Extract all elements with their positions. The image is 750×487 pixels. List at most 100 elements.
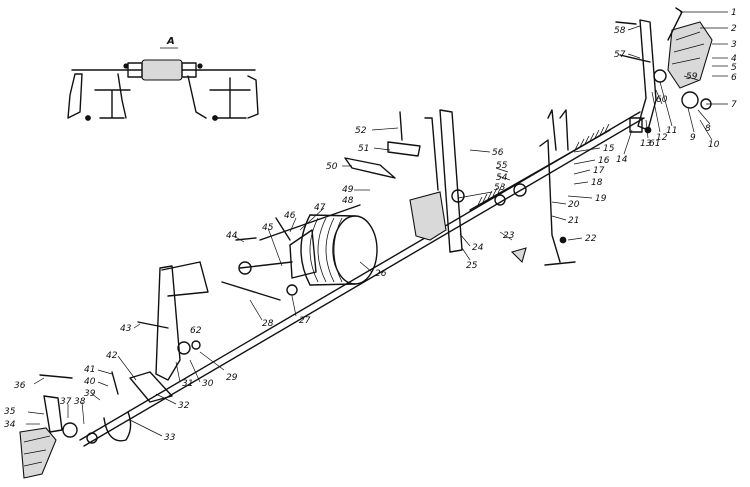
lever-21 (539, 139, 561, 263)
inset-bracket-left (94, 89, 131, 119)
middle-pedal-assembly (344, 109, 576, 266)
callout-24: 24 (472, 243, 484, 253)
callout-15: 15 (603, 144, 615, 154)
pin (644, 126, 652, 134)
threaded-rod (469, 129, 611, 211)
bracket-51 (387, 141, 421, 157)
callout-57: 57 (614, 50, 626, 60)
callout-5: 5 (731, 63, 737, 73)
callout-37: 37 (60, 397, 72, 407)
inset-bolt (123, 63, 129, 69)
inset-booster (141, 59, 183, 81)
lever-bracket (161, 261, 209, 297)
callout-8: 8 (705, 124, 711, 134)
middle-pedal-lever (439, 109, 463, 253)
inset-pedal-left (67, 73, 83, 119)
callout-12: 12 (656, 133, 668, 143)
callout-10: 10 (708, 140, 720, 150)
callout-41: 41 (84, 365, 95, 375)
callout-54: 54 (496, 173, 508, 183)
callout-25: 25 (466, 261, 478, 271)
callout-46: 46 (284, 211, 296, 221)
pedal-lever-right (637, 19, 657, 131)
pivot-bolt-57 (619, 54, 651, 63)
view-a-label: А (166, 36, 175, 47)
bolt-52 (399, 111, 403, 141)
cylinder-end (332, 215, 378, 285)
callout-33: 33 (164, 433, 176, 443)
cylinder-ribs (309, 217, 343, 283)
nut-29 (191, 340, 201, 350)
callout-51: 51 (358, 144, 369, 154)
bracket-50 (344, 157, 396, 179)
rod-thread (574, 123, 610, 151)
inset-coupling-right (181, 62, 197, 78)
callout-3: 3 (731, 40, 737, 50)
inset-bolt (197, 63, 203, 69)
clevis (629, 117, 643, 133)
rod-thread (477, 184, 503, 206)
callout-35: 35 (4, 407, 16, 417)
callout-39: 39 (84, 389, 96, 399)
callout-18: 18 (591, 178, 603, 188)
callout-44: 44 (226, 231, 238, 241)
callout-22: 22 (585, 234, 597, 244)
callout-9: 9 (690, 133, 696, 143)
rod-47-48 (259, 204, 361, 241)
callout-52: 52 (355, 126, 367, 136)
callout-38: 38 (74, 397, 86, 407)
callout-30: 30 (202, 379, 214, 389)
callout-31: 31 (182, 379, 193, 389)
callout-59: 59 (686, 72, 698, 82)
callout-29: 29 (226, 373, 238, 383)
callout-17: 17 (593, 166, 605, 176)
callout-40: 40 (84, 377, 96, 387)
booster-cylinder (221, 204, 378, 301)
callout-4: 4 (731, 54, 737, 64)
bushing-24 (451, 189, 465, 203)
callout-47: 47 (314, 203, 326, 213)
nut-53 (494, 194, 506, 206)
callout-60: 60 (656, 95, 668, 105)
nut-38 (86, 432, 98, 444)
middle-link (424, 117, 439, 191)
callout-42: 42 (106, 351, 118, 361)
inset-view-a: А (67, 36, 259, 121)
main-shaft-assembly (79, 111, 645, 447)
callout-50: 50 (326, 162, 338, 172)
callout-48: 48 (342, 196, 354, 206)
cylinder-body (300, 214, 356, 286)
callout-55: 55 (496, 161, 508, 171)
washer (681, 91, 699, 109)
callout-13: 13 (640, 139, 652, 149)
u-bolt-33 (103, 411, 132, 442)
callout-36: 36 (14, 381, 26, 391)
callout-43: 43 (120, 324, 132, 334)
callout-2: 2 (731, 24, 737, 34)
callout-58: 58 (614, 26, 626, 36)
bushing (653, 69, 667, 83)
clip-23 (510, 247, 527, 264)
callout-20: 20 (568, 200, 580, 210)
inset-pedal-right (247, 75, 259, 119)
callout-labels: 1 2 3 4 5 6 7 8 9 10 11 12 13 14 15 16 1… (4, 8, 737, 443)
callout-27: 27 (299, 316, 311, 326)
inset-lever-right (187, 75, 207, 119)
bracket-32 (129, 371, 173, 403)
middle-pedal-pad (409, 191, 447, 241)
callout-56: 56 (492, 148, 504, 158)
callout-14: 14 (616, 155, 628, 165)
callout-45: 45 (262, 223, 274, 233)
left-pedal-pad (19, 427, 57, 479)
left-pedal-lever (155, 265, 181, 381)
inset-coupling-left (127, 62, 143, 78)
callout-6: 6 (731, 73, 737, 83)
pedal-arm-35 (43, 395, 63, 433)
pin-46 (275, 217, 291, 241)
callout-19: 19 (595, 194, 607, 204)
callout-28: 28 (262, 319, 274, 329)
cylinder-flange (289, 229, 317, 279)
callout-21: 21 (568, 216, 579, 226)
